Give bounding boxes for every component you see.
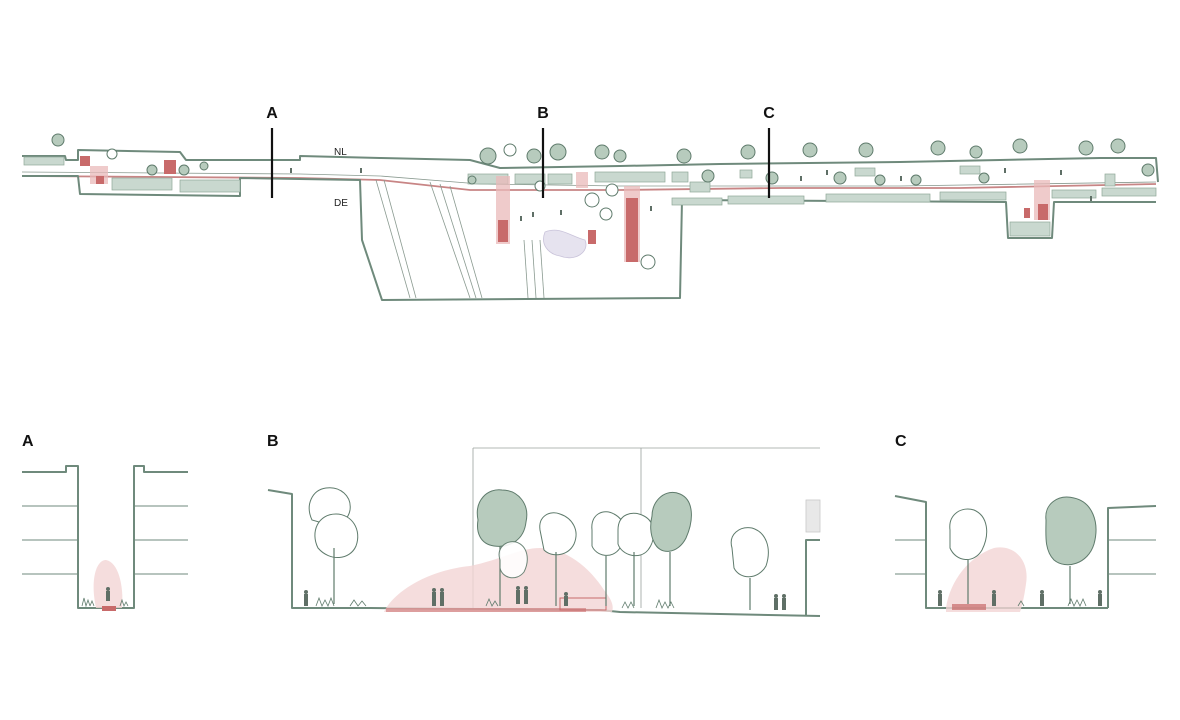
section-c-pink-zone xyxy=(946,547,1027,612)
plan-pond xyxy=(543,229,587,259)
section-c-right-building xyxy=(1107,505,1157,608)
country-label-nl: NL xyxy=(334,147,347,158)
plan-north-boundary xyxy=(22,149,1159,183)
section-a-shrubs xyxy=(81,597,129,608)
section-b-red-path xyxy=(386,608,586,612)
plan-people xyxy=(290,168,1092,221)
section-a-pink-zone xyxy=(93,560,123,608)
section-a: A xyxy=(22,433,188,611)
section-c-floor-lines xyxy=(895,539,1156,575)
section-b-pink-zone xyxy=(384,548,613,612)
section-a-floor-lines xyxy=(22,505,188,575)
section-c-title: C xyxy=(895,433,907,450)
section-marker-c: C xyxy=(763,105,775,122)
section-b-title: B xyxy=(267,433,279,450)
section-marker-b: B xyxy=(537,105,549,122)
section-b: B xyxy=(267,433,821,617)
plan-red-zones xyxy=(80,156,1050,262)
section-c-people xyxy=(938,590,1102,606)
section-b-trees xyxy=(308,487,769,610)
section-a-right-wall xyxy=(118,465,188,609)
section-a-red-path xyxy=(102,606,116,611)
plan-diagonal-tracks xyxy=(375,179,545,299)
section-b-right-building xyxy=(805,539,820,616)
section-c-trees xyxy=(949,496,1097,604)
section-c: C xyxy=(894,433,1157,612)
section-a-people xyxy=(106,587,110,601)
section-b-right-window xyxy=(805,499,821,533)
plan-trees xyxy=(51,133,1155,270)
site-plan: A B C NL DE xyxy=(21,105,1159,301)
section-b-left-building xyxy=(267,489,370,609)
section-c-red-path xyxy=(952,604,986,610)
section-c-shrubs xyxy=(1017,597,1087,607)
section-a-title: A xyxy=(22,433,34,450)
country-label-de: DE xyxy=(334,198,348,209)
section-b-shrubs xyxy=(315,596,675,609)
plan-south-boundary xyxy=(22,175,1156,301)
section-a-left-wall xyxy=(22,465,102,609)
section-b-people xyxy=(304,586,786,610)
section-marker-a: A xyxy=(266,105,278,122)
section-c-left-building xyxy=(894,495,950,609)
